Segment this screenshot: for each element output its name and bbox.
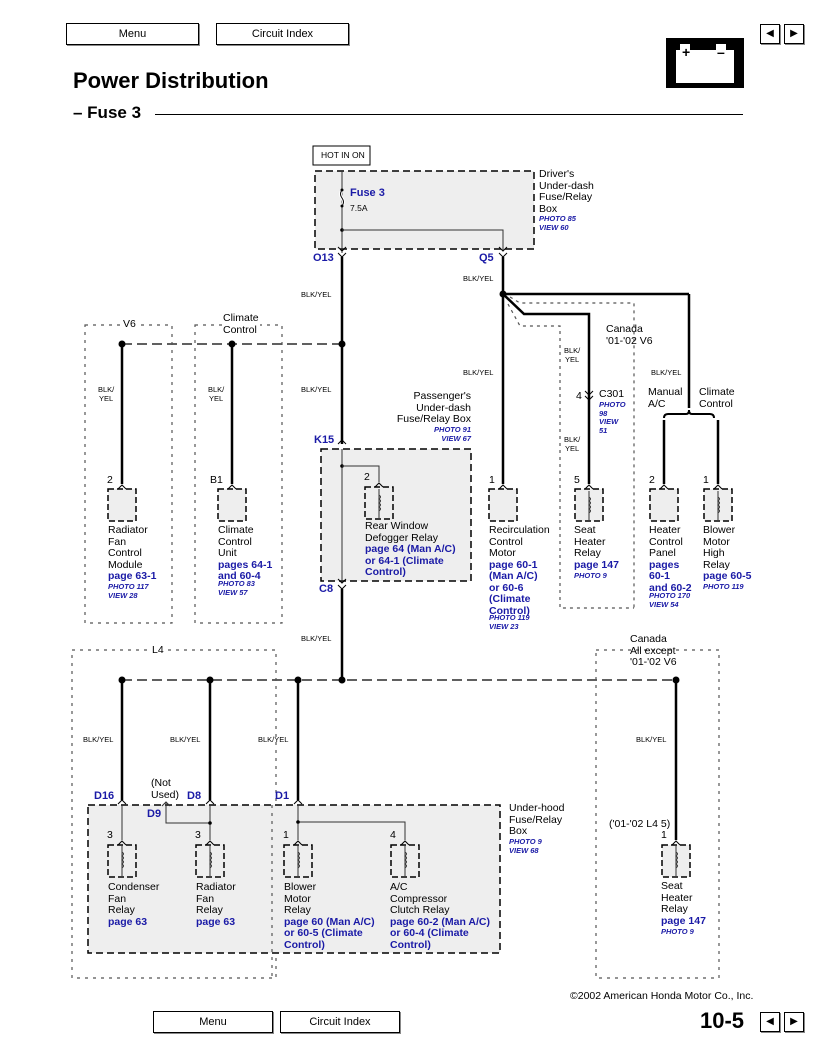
battery-plus: + <box>682 44 691 60</box>
connector-q5: Q5 <box>479 252 494 264</box>
circuit-index-button[interactable]: Circuit Index <box>216 23 349 45</box>
page-link[interactable]: page 147 <box>661 914 706 927</box>
menu-button[interactable]: Menu <box>66 23 199 45</box>
wire-label: BLK/YEL <box>463 274 494 283</box>
component-boxes-row1 <box>107 486 733 522</box>
wire-label: BLK/YEL <box>301 634 332 643</box>
page-link[interactable]: page 63-1 <box>108 570 157 582</box>
fuse-symbol <box>340 189 344 207</box>
connector-d16: D16 <box>94 790 115 802</box>
connector-o13: O13 <box>313 252 334 264</box>
battery-minus: – <box>717 44 725 60</box>
fuse-rating: 7.5A <box>350 203 368 213</box>
arrow-left-icon: ◀ <box>766 1016 774 1027</box>
prev-page-button-bottom[interactable]: ◀ <box>760 1012 780 1032</box>
wire-label: BLK/YEL <box>98 385 115 403</box>
connector-c8: C8 <box>319 583 334 595</box>
wire-label: BLK/YEL <box>83 735 114 744</box>
wire-label: BLK/YEL <box>651 368 682 377</box>
circuit-index-button-bottom[interactable]: Circuit Index <box>280 1011 400 1033</box>
page-link[interactable]: page 60 (Man A/C) <box>284 915 375 928</box>
option-v6: V6 <box>121 318 138 331</box>
page-link[interactable]: page 147 <box>574 558 619 571</box>
page-link[interactable]: page 63 <box>108 915 148 928</box>
arrow-right-icon: ▶ <box>790 1016 798 1027</box>
wire-label: BLK/YEL <box>636 735 667 744</box>
arrow-right-icon: ▶ <box>790 28 798 39</box>
hot-in-on-label: HOT IN ON <box>321 150 365 160</box>
wire-label: BLK/YEL <box>463 368 494 377</box>
page-link[interactable]: and 60-4 <box>218 570 261 582</box>
connector-k15: K15 <box>314 434 335 446</box>
option-canada-v6: Canada'01-'02 V6 <box>606 323 653 347</box>
page-link[interactable]: page 63 <box>196 915 236 928</box>
fuse-name: Fuse 3 <box>350 187 385 199</box>
page-link[interactable]: page 64 (Man A/C) <box>365 543 456 555</box>
page-subtitle: – Fuse 3 <box>73 103 142 122</box>
drivers-fuse-box <box>314 170 535 250</box>
page-link[interactable]: page 60-5 <box>703 570 752 582</box>
wire-label: BLK/YEL <box>301 385 332 394</box>
subtitle-divider <box>155 114 743 115</box>
wire-label: BLK/YEL <box>170 735 201 744</box>
underhood-fuse-box <box>87 804 501 954</box>
page-link[interactable]: page 60-2 (Man A/C) <box>390 915 490 928</box>
page-title: Power Distribution <box>73 68 269 93</box>
copyright-notice: ©2002 American Honda Motor Co., Inc. <box>570 990 754 1002</box>
prev-page-button[interactable]: ◀ <box>760 24 780 44</box>
connector-c301: C301 <box>599 388 625 400</box>
page-link[interactable]: pages 64-1 <box>218 558 273 571</box>
c301-pin: 4 <box>576 390 582 402</box>
battery-icon: + – <box>666 38 744 88</box>
wire-label: BLK/YEL <box>564 346 581 364</box>
option-l4: L4 <box>149 644 167 657</box>
page-link[interactable]: pages <box>649 558 680 571</box>
hot-in-on-box <box>312 145 371 166</box>
connector-d8: D8 <box>187 790 202 802</box>
next-page-button-bottom[interactable]: ▶ <box>784 1012 804 1032</box>
l4-pin-note: ('01-'02 L4 5) <box>609 818 671 830</box>
connector-d1: D1 <box>275 790 290 802</box>
wire-label: BLK/YEL <box>564 435 581 453</box>
menu-button-bottom[interactable]: Menu <box>153 1011 273 1033</box>
arrow-left-icon: ◀ <box>766 28 774 39</box>
next-page-button[interactable]: ▶ <box>784 24 804 44</box>
wire-label: BLK/YEL <box>258 735 289 744</box>
passengers-fuse-box <box>320 448 472 582</box>
page-number: 10-5 <box>700 1008 745 1033</box>
wire-label: BLK/YEL <box>208 385 225 403</box>
wire-label: BLK/YEL <box>301 290 332 299</box>
connector-d9: D9 <box>147 808 162 820</box>
page-link[interactable]: page 60-1 <box>489 558 538 571</box>
